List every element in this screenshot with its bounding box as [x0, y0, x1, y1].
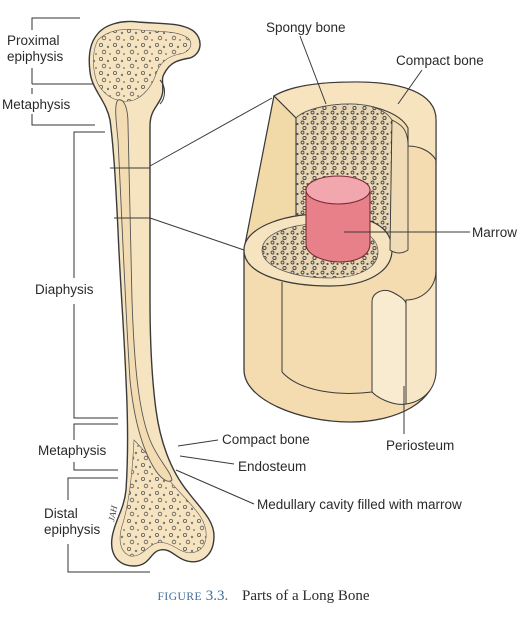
label-marrow: Marrow	[472, 225, 518, 240]
label-medullary-cavity: Medullary cavity filled with marrow	[257, 497, 462, 512]
pointer-endosteum	[179, 455, 235, 465]
label-endosteum: Endosteum	[238, 459, 307, 474]
pointer-medullary-cavity	[175, 469, 255, 505]
region-brackets	[31, 17, 150, 573]
caption-figure-word: FIGURE	[157, 591, 203, 603]
pointer-lines	[175, 35, 470, 505]
caption-number: 3.3.	[205, 588, 229, 604]
artist-signature: JAH	[106, 504, 119, 522]
label-proximal-epiphysis: Proximal epiphysis	[7, 33, 63, 65]
bracket-diaphysis	[73, 131, 105, 278]
bone-cutaway	[243, 81, 437, 423]
femur	[88, 20, 215, 567]
label-metaphysis-bottom: Metaphysis	[38, 443, 107, 458]
label-distal-line2: epiphysis	[44, 522, 101, 537]
pointer-compact-bone-bottom	[177, 439, 219, 447]
caption-title: Parts of a Long Bone	[242, 588, 370, 604]
zoom-lines	[149, 97, 273, 251]
label-distal-epiphysis: Distal epiphysis	[44, 506, 100, 538]
label-spongy-bone: Spongy bone	[266, 20, 346, 35]
label-compact-bone-top: Compact bone	[396, 53, 484, 68]
label-compact-bone-bottom: Compact bone	[222, 432, 310, 447]
pointer-compact-bone-top	[397, 69, 423, 105]
label-periosteum: Periosteum	[386, 438, 455, 453]
bracket-proximal-epiphysis	[31, 17, 80, 30]
label-distal-line1: Distal	[44, 506, 78, 521]
label-metaphysis-top: Metaphysis	[2, 97, 71, 112]
pointer-spongy-bone	[299, 35, 327, 105]
label-proximal-line2: epiphysis	[7, 49, 64, 64]
label-diaphysis: Diaphysis	[35, 282, 94, 297]
figure-caption: FIGURE 3.3. Parts of a Long Bone	[0, 588, 527, 605]
label-proximal-line1: Proximal	[7, 33, 60, 48]
bracket-distal-epiphysis	[67, 477, 118, 500]
